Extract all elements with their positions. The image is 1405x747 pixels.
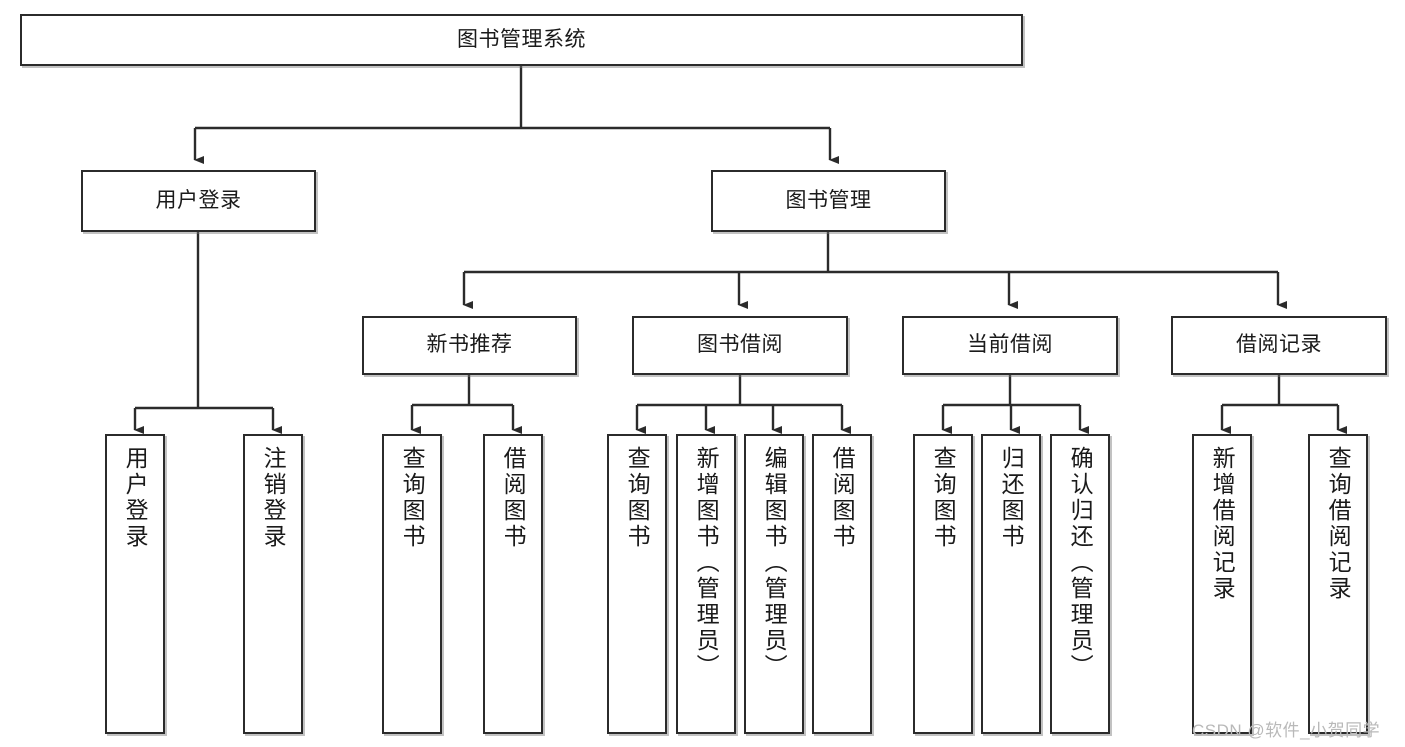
leaf-book-borrow-add[interactable]: 新增图书（管理员） [676,434,736,734]
node-label: 新书推荐 [426,333,513,357]
node-label: 查询图书 [624,446,651,550]
leaf-new-book-borrow[interactable]: 借阅图书 [483,434,543,734]
node-label: 图书管理 [785,188,872,212]
node-current-borrow[interactable]: 当前借阅 [902,316,1118,375]
node-user-login[interactable]: 用户登录 [81,170,316,232]
leaf-user-login-logout[interactable]: 注销登录 [243,434,303,734]
leaf-new-book-query[interactable]: 查询图书 [382,434,442,734]
leaf-borrow-record-add[interactable]: 新增借阅记录 [1192,434,1252,734]
node-label: 查询借阅记录 [1325,446,1352,602]
node-book-management[interactable]: 图书管理 [711,170,946,232]
node-label: 编辑图书（管理员） [761,446,788,680]
node-label: 借阅图书 [829,446,856,550]
leaf-current-borrow-return[interactable]: 归还图书 [981,434,1041,734]
node-root-system[interactable]: 图书管理系统 [20,14,1023,66]
leaf-user-login-login[interactable]: 用户登录 [105,434,165,734]
node-borrow-record[interactable]: 借阅记录 [1171,316,1387,375]
node-label: 新增借阅记录 [1209,446,1236,602]
leaf-current-borrow-confirm[interactable]: 确认归还（管理员） [1050,434,1110,734]
node-book-borrow[interactable]: 图书借阅 [632,316,848,375]
node-label: 确认归还（管理员） [1067,446,1094,680]
node-label: 图书管理系统 [457,27,586,51]
watermark-csdn: CSDN @软件_小贺同学 [1192,721,1381,740]
node-label: 图书借阅 [697,333,783,357]
leaf-current-borrow-query[interactable]: 查询图书 [913,434,973,734]
node-label: 注销登录 [260,446,287,550]
node-label: 用户登录 [122,446,149,550]
node-label: 借阅图书 [500,446,527,550]
leaf-book-borrow-edit[interactable]: 编辑图书（管理员） [744,434,804,734]
node-new-book-recommend[interactable]: 新书推荐 [362,316,577,375]
node-label: 查询图书 [399,446,426,550]
node-label: 归还图书 [998,446,1025,550]
leaf-book-borrow-borrow[interactable]: 借阅图书 [812,434,872,734]
node-label: 借阅记录 [1236,333,1322,357]
node-label: 新增图书（管理员） [693,446,720,680]
leaf-borrow-record-query[interactable]: 查询借阅记录 [1308,434,1368,734]
leaf-book-borrow-query[interactable]: 查询图书 [607,434,667,734]
node-label: 查询图书 [930,446,957,550]
node-label: 当前借阅 [967,333,1053,357]
node-label: 用户登录 [155,188,242,212]
